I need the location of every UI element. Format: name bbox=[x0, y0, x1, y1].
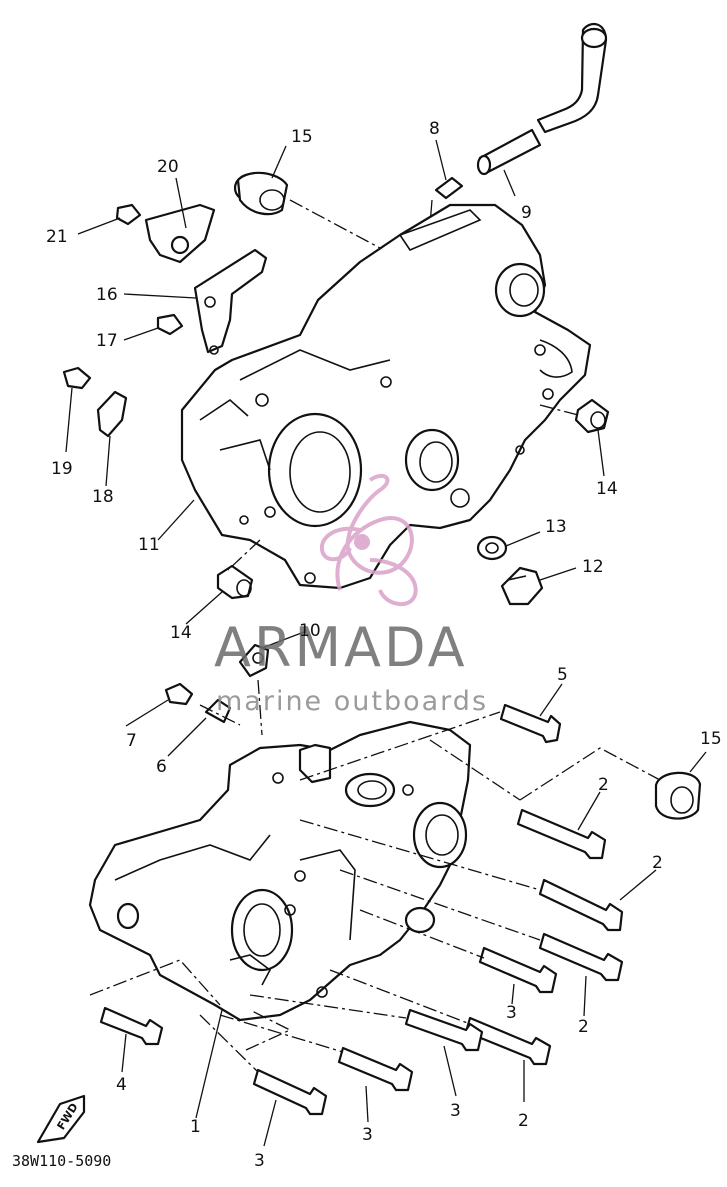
bushing-lower bbox=[654, 771, 702, 820]
label-13: 13 bbox=[545, 517, 567, 537]
drain-plug-12 bbox=[500, 566, 544, 606]
label-8: 8 bbox=[429, 119, 440, 139]
label-3-d: 3 bbox=[254, 1151, 265, 1171]
label-12: 12 bbox=[582, 557, 604, 577]
diagram-code: 38W110-5090 bbox=[12, 1152, 111, 1170]
label-4: 4 bbox=[116, 1075, 127, 1095]
label-15-lower: 15 bbox=[700, 729, 722, 749]
bracket-20 bbox=[144, 203, 216, 264]
label-3-c: 3 bbox=[362, 1125, 373, 1145]
label-21: 21 bbox=[46, 227, 68, 247]
watermark-logo bbox=[319, 473, 418, 606]
label-17: 17 bbox=[96, 331, 118, 351]
label-2-b: 2 bbox=[652, 853, 663, 873]
screw-7 bbox=[164, 682, 194, 706]
label-3-b: 3 bbox=[450, 1101, 461, 1121]
label-6: 6 bbox=[156, 757, 167, 777]
label-3-a: 3 bbox=[506, 1003, 517, 1023]
plate-16 bbox=[193, 248, 268, 355]
label-18: 18 bbox=[92, 487, 114, 507]
alignment-lines bbox=[89, 199, 661, 1073]
label-10: 10 bbox=[299, 621, 321, 641]
fwd-arrow-icon: FWD bbox=[36, 1094, 86, 1144]
label-11: 11 bbox=[138, 535, 160, 555]
label-19: 19 bbox=[51, 459, 73, 479]
bushing-top bbox=[233, 171, 289, 216]
lower-crankcase bbox=[88, 720, 472, 1022]
label-14-right: 14 bbox=[596, 479, 618, 499]
breather-hose bbox=[476, 22, 608, 176]
dowel-pin-left bbox=[216, 564, 254, 600]
label-15-top: 15 bbox=[291, 127, 313, 147]
screw-21 bbox=[115, 203, 142, 226]
label-9: 9 bbox=[521, 203, 532, 223]
clip-10 bbox=[238, 643, 270, 678]
label-2-c: 2 bbox=[578, 1017, 589, 1037]
dowel-pin-right bbox=[574, 398, 610, 434]
screw-17 bbox=[156, 313, 184, 336]
label-14-left: 14 bbox=[170, 623, 192, 643]
bolts bbox=[99, 703, 624, 1116]
label-2-d: 2 bbox=[518, 1111, 529, 1131]
clip-18 bbox=[96, 390, 128, 438]
watermark-tagline: marine outboards bbox=[216, 686, 488, 717]
upper-crankcase bbox=[180, 203, 592, 590]
label-7: 7 bbox=[126, 731, 137, 751]
part-labels: 15 8 9 20 21 16 17 19 18 11 14 13 12 14 … bbox=[46, 119, 722, 1171]
label-2-a: 2 bbox=[598, 775, 609, 795]
washer-13 bbox=[476, 535, 508, 561]
label-20: 20 bbox=[157, 157, 179, 177]
label-16: 16 bbox=[96, 285, 118, 305]
label-5: 5 bbox=[557, 665, 568, 685]
watermark-brand: ARMADA bbox=[214, 616, 468, 679]
bolt-19 bbox=[62, 366, 92, 390]
leader-lines bbox=[65, 139, 707, 1147]
label-1: 1 bbox=[190, 1117, 201, 1137]
